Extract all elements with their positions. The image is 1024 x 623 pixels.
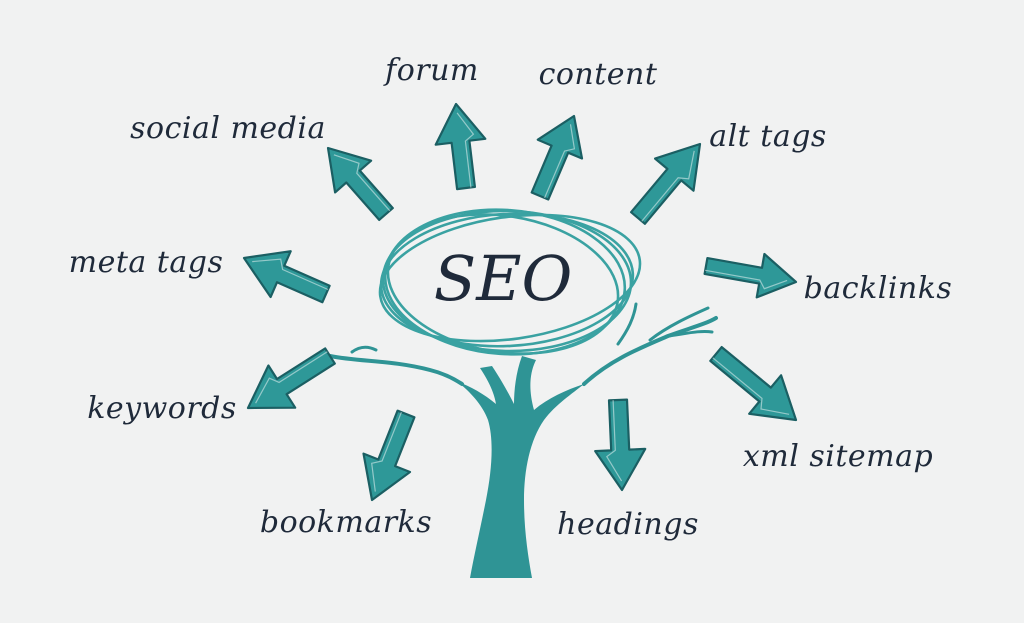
arrow-highlight [705, 269, 788, 290]
label-forum: forum [383, 53, 479, 88]
scribble-circle-icon [378, 208, 642, 356]
arrow-highlight [255, 351, 328, 404]
arrow-highlight [456, 112, 475, 188]
label-backlinks: backlinks [804, 271, 953, 306]
label-headings: headings [557, 507, 699, 542]
arrow-keywords [246, 347, 336, 410]
label-meta-tags: meta tags [69, 245, 224, 280]
label-social-media: social media [130, 111, 326, 146]
tree-trunk [458, 356, 584, 578]
arrow-up-icon [434, 102, 487, 191]
arrow-backlinks [703, 252, 798, 299]
left-twig [350, 345, 378, 354]
arrow-left-icon [242, 250, 331, 304]
arrow-alt-tags [629, 142, 702, 225]
tree-icon [328, 302, 718, 578]
arrow-down-left-icon [246, 347, 336, 410]
arrow-highlight [641, 150, 695, 222]
arrow-right-icon [703, 252, 798, 299]
arrow-up-right-icon [629, 142, 702, 225]
arrow-highlight [371, 411, 402, 492]
arrow-headings [594, 398, 647, 492]
arrow-content [530, 114, 584, 201]
arrow-down-icon [362, 409, 416, 502]
arrow-down-right-icon [709, 346, 798, 422]
arrows-group [242, 102, 798, 502]
center-label: SEO [434, 242, 573, 315]
arrow-highlight [606, 400, 623, 482]
arrow-highlight [252, 258, 329, 291]
label-xml-sitemap: xml sitemap [743, 439, 933, 474]
right-twig-upper [648, 306, 710, 342]
arrow-forum [434, 102, 487, 191]
arrow-social-media [326, 146, 394, 221]
label-alt-tags: alt tags [709, 119, 827, 154]
label-content: content [539, 57, 658, 92]
arrow-up-right-icon [530, 114, 584, 201]
right-twig-lower [666, 330, 714, 338]
arrow-bookmarks [362, 409, 416, 502]
label-keywords: keywords [87, 391, 237, 426]
arrow-xml-sitemap [709, 346, 798, 422]
arrow-up-left-icon [326, 146, 394, 221]
left-branch [328, 354, 464, 386]
right-twig-mid [616, 302, 638, 346]
arrow-highlight [544, 124, 576, 199]
arrow-highlight [333, 154, 391, 212]
arrow-meta-tags [242, 250, 331, 304]
arrow-highlight [712, 357, 790, 415]
arrow-down-icon [594, 398, 647, 492]
label-bookmarks: bookmarks [260, 505, 432, 540]
